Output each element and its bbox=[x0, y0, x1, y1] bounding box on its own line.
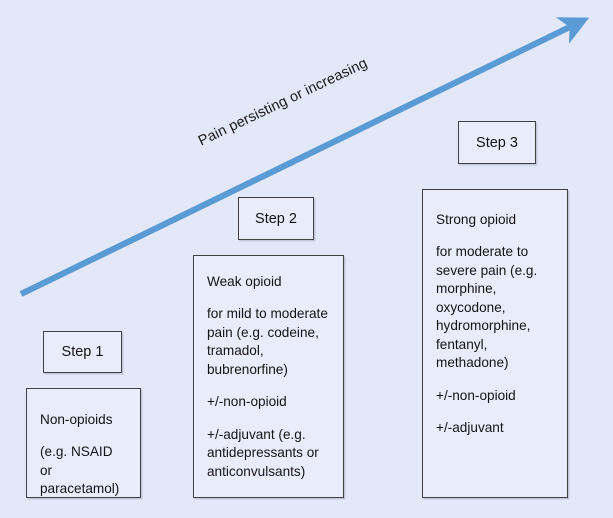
step-2-label-text: Step 2 bbox=[255, 210, 297, 227]
step-2-content-box: Weak opioid for mild to moderate pain (e… bbox=[193, 255, 344, 498]
step-1-line-1: Non-opioids bbox=[40, 412, 113, 427]
step-3-label-box: Step 3 bbox=[458, 121, 536, 164]
arrow-label: Pain persisting or increasing bbox=[196, 55, 370, 150]
step-3-line-4: +/-adjuvant bbox=[436, 420, 504, 436]
step-2-line-1: Weak opioid bbox=[207, 274, 282, 289]
step-2-label-box: Step 2 bbox=[238, 197, 314, 240]
step-2-line-2: for mild to moderate pain (e.g. codeine,… bbox=[207, 306, 328, 377]
step-3-line-3: +/-non-opioid bbox=[436, 387, 516, 403]
step-1-label-box: Step 1 bbox=[43, 331, 122, 373]
step-3-label-text: Step 3 bbox=[476, 134, 518, 151]
step-3-line-1: Strong opioid bbox=[436, 212, 517, 227]
step-1-label-text: Step 1 bbox=[61, 344, 104, 360]
step-3-line-2: for moderate to severe pain (e.g. morphi… bbox=[436, 244, 538, 371]
step-2-line-3: +/-non-opioid bbox=[207, 394, 287, 410]
step-3-content-box: Strong opioid for moderate to severe pai… bbox=[422, 189, 568, 498]
step-2-line-4: +/-adjuvant (e.g. antidepressants or ant… bbox=[207, 426, 319, 479]
step-1-line-2: (e.g. NSAID or paracetamol) bbox=[40, 444, 120, 497]
step-1-content-box: Non-opioids (e.g. NSAID or paracetamol) bbox=[26, 388, 141, 498]
